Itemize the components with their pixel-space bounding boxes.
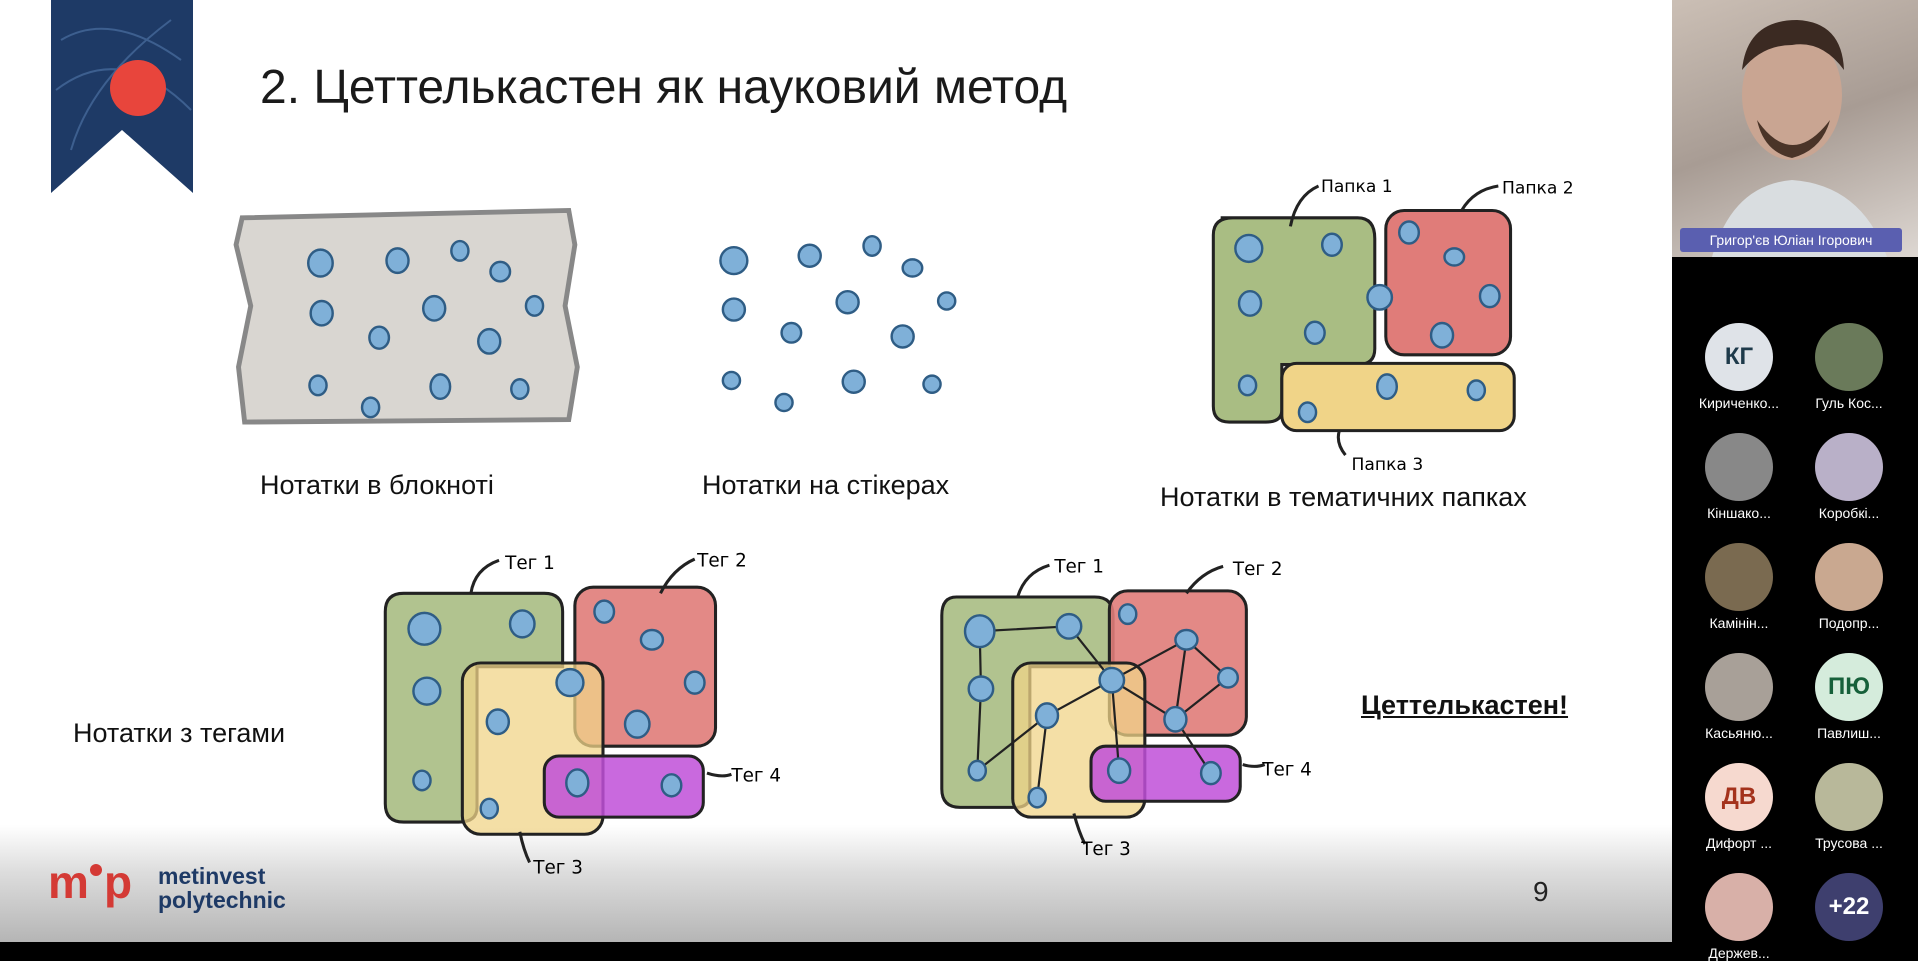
label-notebook: Нотатки в блокноті: [260, 470, 494, 500]
logo-line2: polytechnic: [158, 887, 286, 913]
zettelkasten-illustration: [940, 563, 1266, 845]
participant-avatar: [1815, 323, 1883, 391]
speaker-silhouette: [1712, 20, 1887, 257]
participant-tile[interactable]: ДВ Дифорт ...: [1684, 763, 1794, 851]
folders-illustration: [1211, 184, 1516, 457]
tag-label: Тег 4: [1261, 760, 1312, 781]
participant-avatar: КГ: [1705, 323, 1773, 391]
tags-illustration: [383, 557, 732, 864]
participant-name: Гуль Кос...: [1815, 395, 1883, 411]
folder-label: Папка 2: [1502, 178, 1574, 198]
participant-name: Касьяню...: [1705, 725, 1773, 741]
speaker-video[interactable]: Григор'єв Юліан Ігорович: [1672, 0, 1918, 257]
meeting-participants-panel: Григор'єв Юліан Ігорович КГ Кириченко... Г…: [1672, 0, 1918, 961]
participant-name: Кириченко...: [1698, 395, 1780, 411]
svg-text:m: m: [48, 862, 89, 908]
participant-tile[interactable]: Трусова ...: [1794, 763, 1904, 851]
tag-label: Тег 4: [730, 766, 781, 787]
tag-label: Тег 2: [1232, 559, 1283, 580]
slide-title: 2. Цеттелькастен як науковий метод: [260, 61, 1068, 114]
logo-text: metinvest polytechnic: [158, 864, 286, 912]
participant-avatar: [1815, 763, 1883, 831]
participant-tile[interactable]: КГ Кириченко...: [1684, 323, 1794, 411]
participant-tile[interactable]: Держев...: [1684, 873, 1794, 961]
participant-avatar: [1815, 433, 1883, 501]
tag-label: Тег 2: [696, 550, 747, 571]
participant-tile[interactable]: Касьяню...: [1684, 653, 1794, 741]
zettelkasten-heading: Цеттелькастен!: [1361, 690, 1568, 721]
presentation-slide: 2. Цеттелькастен як науковий метод Папка…: [0, 0, 1672, 942]
participant-name: Камінін...: [1709, 615, 1769, 631]
participant-tile[interactable]: Кіншако...: [1684, 433, 1794, 521]
participant-avatar: [1705, 543, 1773, 611]
participant-avatar: [1705, 433, 1773, 501]
notebook-illustration: [233, 207, 580, 425]
mip-logo-mark: m p: [48, 862, 132, 908]
participant-avatar: ДВ: [1705, 763, 1773, 831]
slide-footer: [0, 825, 1672, 942]
bookmark-ribbon-logo: [51, 0, 193, 193]
participant-name: Держев...: [1708, 945, 1770, 961]
label-folders: Нотатки в тематичних папках: [1160, 482, 1527, 512]
logo-line1: metinvest: [158, 863, 266, 889]
tag-label: Тег 3: [532, 857, 583, 878]
participant-tile[interactable]: Камінін...: [1684, 543, 1794, 631]
participant-tile[interactable]: Коробкі...: [1794, 433, 1904, 521]
stickers-illustration: [719, 234, 957, 413]
participant-name: Трусова ...: [1815, 835, 1883, 851]
participant-avatar: [1705, 653, 1773, 721]
folder-label: Папка 1: [1321, 177, 1393, 197]
label-tags: Нотатки з тегами: [73, 718, 286, 748]
exclamation: !: [1559, 690, 1569, 720]
more-participants-button: +22: [1815, 873, 1883, 941]
speaker-name: Григор'єв Юліан Ігорович: [1680, 228, 1902, 252]
label-stickers: Нотатки на стікерах: [702, 470, 950, 500]
participant-name: Коробкі...: [1818, 505, 1880, 521]
participant-tile[interactable]: Подопр...: [1794, 543, 1904, 631]
svg-text:p: p: [104, 862, 132, 908]
participant-tile[interactable]: ПЮ Павлиш...: [1794, 653, 1904, 741]
folder-label: Папка 3: [1352, 455, 1424, 475]
tag-label: Тег 1: [1053, 557, 1104, 578]
page-number: 9: [1533, 876, 1549, 907]
participant-name: Подопр...: [1818, 615, 1880, 631]
participant-avatar: [1815, 543, 1883, 611]
diagrams: Папка 1 Папка 2 Папка 3 Тег 1 Тег 2 Тег …: [233, 177, 1574, 878]
participant-tile[interactable]: Гуль Кос...: [1794, 323, 1904, 411]
tag-label: Тег 1: [504, 553, 555, 574]
participant-tile[interactable]: +22: [1794, 873, 1904, 945]
participant-name: Дифорт ...: [1705, 835, 1773, 851]
participant-name: Кіншако...: [1707, 505, 1771, 521]
tag-label: Тег 3: [1080, 839, 1131, 860]
participant-avatar: [1705, 873, 1773, 941]
participant-avatar: ПЮ: [1815, 653, 1883, 721]
participant-name: Павлиш...: [1817, 725, 1881, 741]
zettelkasten-word: Цеттелькастен: [1361, 690, 1560, 720]
